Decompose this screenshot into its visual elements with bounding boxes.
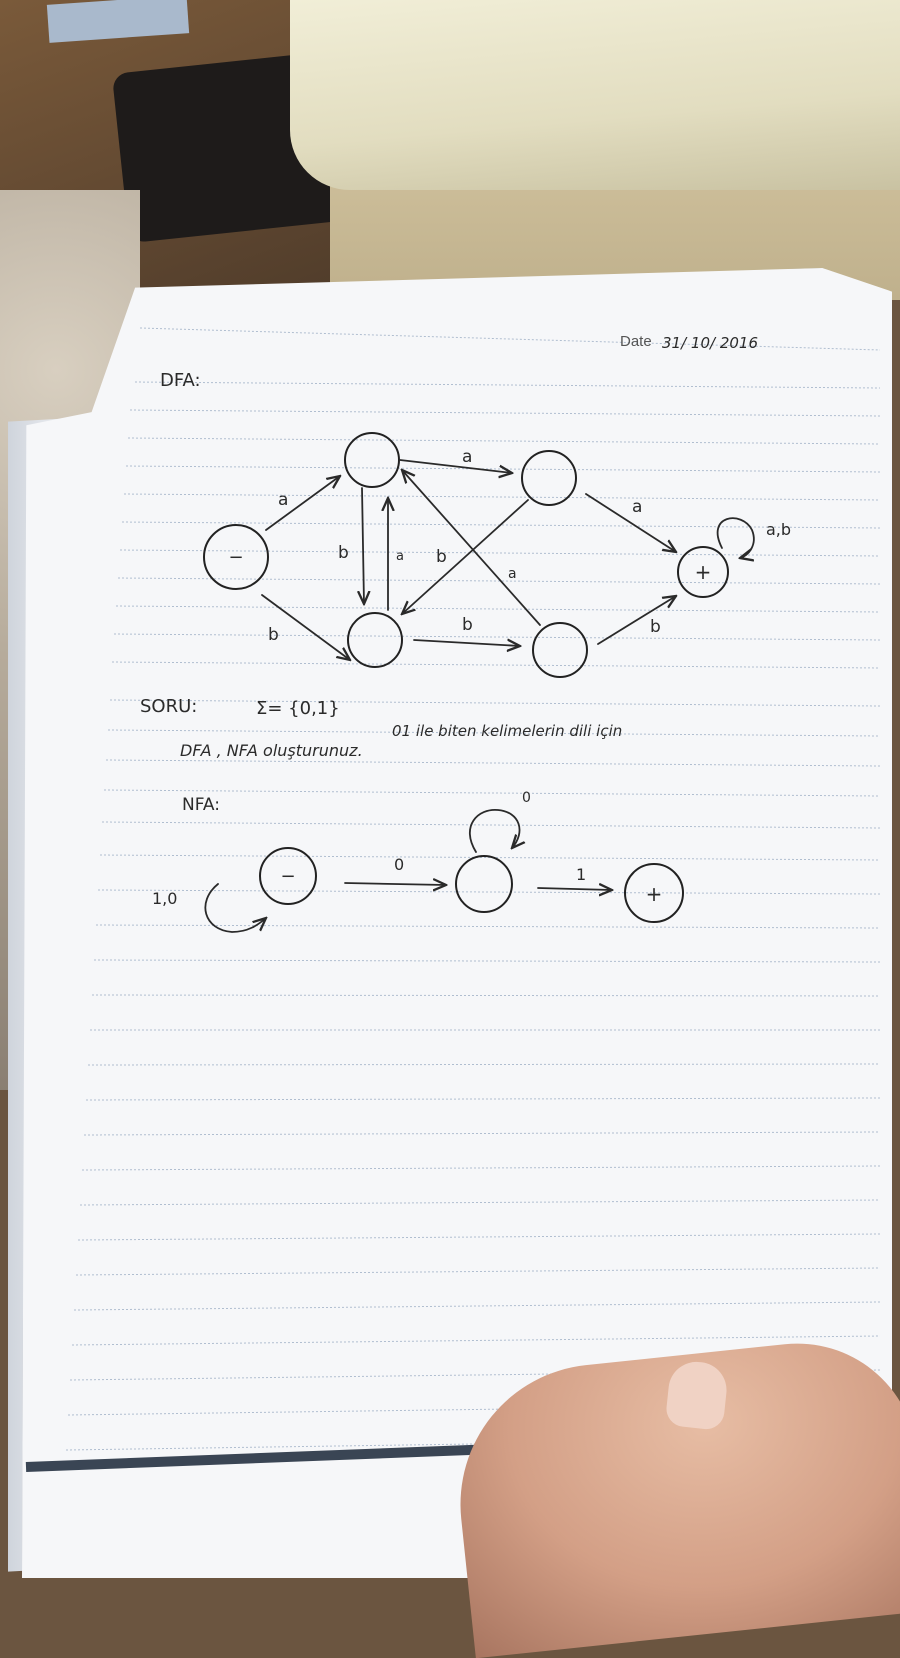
dfa-arrow-topright-bottom xyxy=(402,499,529,614)
dfa-accept-loop xyxy=(716,517,755,558)
dfa-title: DFA: xyxy=(160,370,201,391)
nfa-arrow-mid-accept xyxy=(537,888,612,890)
dfa-accept-state xyxy=(677,546,729,598)
nfa-title: NFA: xyxy=(182,795,220,815)
date-label: Date xyxy=(620,333,652,350)
dfa-start-state xyxy=(203,524,269,590)
question-set: Σ= {0,1} xyxy=(256,698,340,719)
fabric-top xyxy=(290,0,900,190)
nfa-mid-state xyxy=(455,855,513,913)
dfa-accept-symbol: + xyxy=(695,560,712,584)
nfa-start-symbol: − xyxy=(280,866,295,887)
dfa-arrow-bottomright-top xyxy=(402,470,541,626)
dfa-state-bottomright xyxy=(532,622,588,678)
dfa-label-topright-bottom: b xyxy=(436,547,447,567)
ruled-lines xyxy=(65,327,881,1451)
dfa-diagram: − + a b a b a b a a b b a,b xyxy=(203,432,791,678)
dfa-arrow-start-top xyxy=(265,476,340,531)
dfa-label-topright-accept: a xyxy=(632,497,642,517)
dfa-start-symbol: − xyxy=(228,547,243,568)
nfa-label-start-mid: 0 xyxy=(394,855,404,874)
dfa-label-bottom-top: a xyxy=(396,549,404,564)
notebook-drawing: Date 31/ 10/ 2016 DFA: − + a b a b a b a… xyxy=(65,327,881,1451)
nfa-accept-symbol: + xyxy=(646,882,663,906)
dfa-arrow-start-bottom xyxy=(261,594,350,660)
nfa-label-start-loop: 1,0 xyxy=(152,889,177,908)
dfa-arrow-top-bottom xyxy=(362,487,364,604)
dfa-label-bottomright-accept: b xyxy=(650,617,661,637)
question-prefix: SORU: xyxy=(140,696,197,717)
nfa-label-mid-loop: 0 xyxy=(522,790,531,806)
dfa-arrow-topright-accept xyxy=(585,493,676,552)
dfa-arrow-bottom-bottomright xyxy=(413,640,520,646)
nfa-start-loop xyxy=(204,883,266,933)
question-text-line1: 01 ile biten kelimelerin dili için xyxy=(392,722,622,740)
dfa-label-top-topright: a xyxy=(462,447,472,467)
nfa-mid-loop xyxy=(469,809,520,853)
nfa-label-mid-accept: 1 xyxy=(576,865,586,884)
date-value: 31/ 10/ 2016 xyxy=(662,334,758,352)
dfa-state-top xyxy=(344,432,400,488)
question-text-line2: DFA , NFA oluşturunuz. xyxy=(180,741,363,760)
dfa-label-start-bottom: b xyxy=(268,625,279,645)
dfa-label-bottomright-top: a xyxy=(508,566,517,582)
dfa-arrow-top-topright xyxy=(399,459,512,473)
dfa-arrow-bottomright-accept xyxy=(597,596,676,645)
dfa-state-bottom xyxy=(347,612,403,668)
dfa-label-top-bottom: b xyxy=(338,543,349,563)
nfa-accept-state xyxy=(624,863,684,923)
nfa-start-state xyxy=(259,847,317,905)
dfa-label-bottom-bottomright: b xyxy=(462,615,473,635)
dfa-label-start-top: a xyxy=(278,490,288,510)
nfa-arrow-start-mid xyxy=(344,883,446,885)
nfa-diagram: − + 1,0 0 0 1 xyxy=(152,790,684,933)
dfa-state-topright xyxy=(521,450,577,506)
question-block: SORU: Σ= {0,1} 01 ile biten kelimelerin … xyxy=(140,696,622,760)
dfa-label-accept-loop: a,b xyxy=(766,520,791,539)
